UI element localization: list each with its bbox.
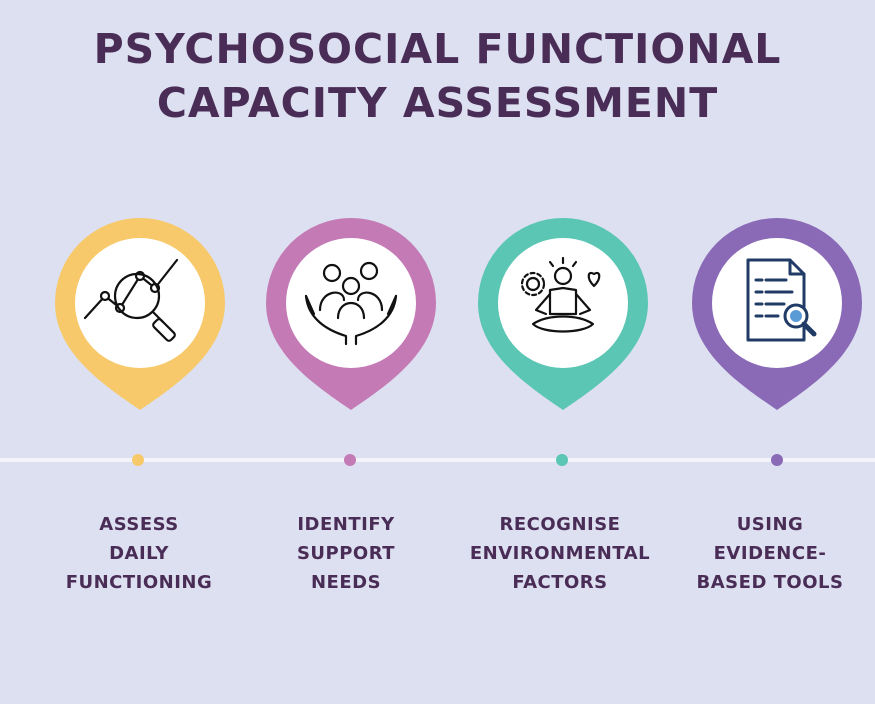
title-line-1: PSYCHOSOCIAL FUNCTIONAL [93,25,782,73]
timeline-dot-3 [556,454,568,466]
title-line-2: CAPACITY ASSESSMENT [156,79,719,127]
timeline-dot-1 [132,454,144,466]
family-in-hands-icon [304,261,398,346]
timeline-dot-2 [344,454,356,466]
pin-recognise-environmental-factors [478,218,648,413]
pin-assess-daily-functioning [55,218,225,413]
page-title: PSYCHOSOCIAL FUNCTIONAL CAPACITY ASSESSM… [0,22,875,130]
pin-using-evidence-based-tools [692,218,862,413]
pin-identify-support-needs [266,218,436,413]
timeline-dot-4 [771,454,783,466]
timeline-line [0,458,875,462]
step-label-1: ASSESS DAILY FUNCTIONING [65,514,213,593]
step-label-3: RECOGNISE ENVIRONMENTAL FACTORS [469,514,651,593]
document-search-icon [746,258,817,342]
step-label-2: IDENTIFY SUPPORT NEEDS [296,514,396,593]
data-analysis-magnifier-icon [83,258,179,342]
meditation-wellbeing-icon [520,256,601,333]
step-label-4: USING EVIDENCE- BASED TOOLS [696,514,844,593]
